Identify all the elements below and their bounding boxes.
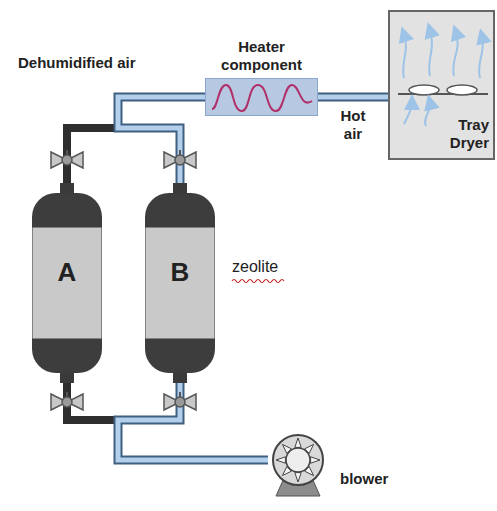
node-label: Tray Dryer: [433, 116, 489, 152]
pipe-outline: [118, 383, 268, 460]
node-label: blower: [340, 470, 388, 488]
pipe-connector: [67, 97, 205, 183]
tray-dryer-box: Tray Dryer: [388, 10, 495, 160]
edge-label: Hot air: [332, 107, 374, 143]
pipe-outline: [118, 97, 205, 183]
pipe-fill: [318, 95, 388, 100]
heater-box: Heater component: [200, 38, 323, 116]
pipe-connector: [118, 383, 268, 460]
pipe-fill: [118, 383, 268, 460]
node-heading: Heater component: [200, 38, 323, 74]
column-letter: B: [145, 257, 215, 287]
blower-node: blower: [268, 432, 398, 498]
valve-symbol: [51, 392, 83, 410]
adsorption-column: A: [32, 183, 102, 383]
pipe-fill: [118, 97, 205, 183]
pipe-outline: [318, 93, 388, 102]
valve-symbol: [164, 150, 196, 168]
text-label: zeolite: [232, 258, 278, 276]
heater-element: [205, 78, 318, 116]
blower-symbol: [268, 432, 330, 498]
column-letter: A: [32, 257, 102, 287]
pipe-outline: [67, 97, 205, 183]
adsorption-column: B: [145, 183, 215, 383]
text-label: Dehumidified air: [18, 54, 136, 72]
spellcheck-squiggle: [232, 280, 284, 283]
pipe-connector: [118, 97, 205, 183]
pipe-connector: [318, 97, 388, 98]
pipe-connector: [67, 383, 268, 460]
heating-coil: [206, 79, 319, 117]
valve-symbol: [164, 392, 196, 410]
valve-symbol: [51, 150, 83, 168]
pipe-outline: [67, 383, 268, 460]
